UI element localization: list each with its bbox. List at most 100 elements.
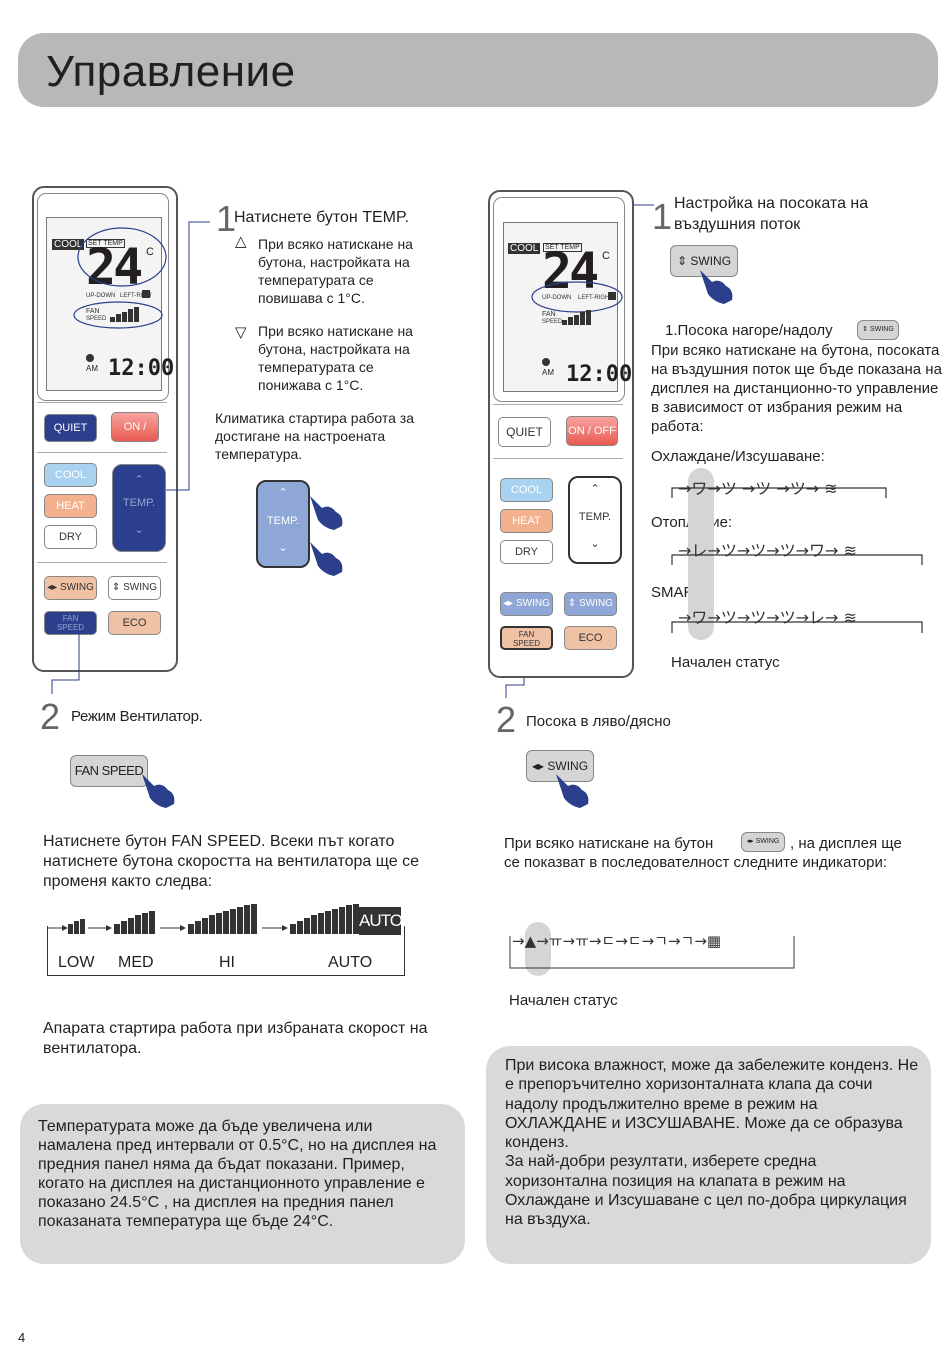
- temp-down-text: При всяко натискане на бутона, настройка…: [258, 323, 413, 393]
- lcd-am: AM: [542, 368, 554, 377]
- lcd-unit: C: [602, 250, 610, 262]
- triangle-up-icon: △: [235, 233, 247, 250]
- fan-sequence-frame: [47, 926, 405, 976]
- up-down-arrow-icon: ⇕: [567, 598, 577, 609]
- svg-text:LEFT-RIGHT: LEFT-RIGHT: [120, 293, 152, 299]
- lcd-am: AM: [86, 364, 98, 373]
- left-right-arrow-icon: ◂▸: [47, 582, 58, 593]
- initial-status-label: Начален статус: [671, 654, 780, 671]
- step-number: 2: [496, 699, 517, 740]
- up-down-arrow-icon: ⇕: [676, 254, 688, 268]
- step-number: 2: [40, 696, 61, 737]
- cool-button[interactable]: COOL: [500, 478, 553, 502]
- svg-text:→ワ→ツ→ツ→ツ→レ→ ≋: →ワ→ツ→ツ→ツ→レ→ ≋: [678, 608, 857, 627]
- eco-button[interactable]: ECO: [564, 626, 617, 650]
- fan-speed-sequence: [47, 904, 359, 934]
- initial-status-highlight: [525, 922, 551, 976]
- svg-text:→レ→ツ→ツ→ツ→ワ→ ≋: →レ→ツ→ツ→ツ→ワ→ ≋: [678, 541, 857, 560]
- step1-title: Натиснете бутон TEMP.: [234, 209, 410, 226]
- hand-pointer-icon: [556, 774, 589, 808]
- step2-title: Режим Вентилатор.: [71, 708, 203, 725]
- swing-up-down-button[interactable]: ⇕ SWING: [564, 592, 617, 616]
- up-down-title: 1.Посока нагоре/надолу: [665, 322, 833, 339]
- hand-pointer-icon: [142, 774, 175, 808]
- step1-title-right: Настройка на посоката на въздушния поток: [674, 195, 869, 233]
- step-number: 1: [216, 198, 237, 239]
- mode-cool-dry-label: Охлаждане/Изсушаване:: [651, 448, 825, 465]
- page-number: 4: [18, 1330, 26, 1345]
- clock-icon: [86, 354, 94, 362]
- clock-icon: [542, 358, 550, 366]
- up-down-arrow-icon: ⇕: [111, 582, 121, 593]
- eco-button[interactable]: ECO: [108, 611, 161, 635]
- note-text-left: Температурата може да бъде увеличена или…: [38, 1118, 437, 1230]
- svg-text:→▲→ㅠ→ㅠ→ㄷ→ㄷ→ㄱ→ㄱ→▦: →▲→ㅠ→ㅠ→ㄷ→ㄷ→ㄱ→ㄱ→▦: [512, 932, 721, 950]
- initial-status-label-2: Начален статус: [509, 992, 618, 1009]
- airflow-indicator-icon: UP-DOWN LEFT-RIGHT: [86, 290, 152, 299]
- divider: [37, 402, 167, 403]
- svg-text:FAN: FAN: [542, 311, 556, 318]
- step-number: 1: [652, 196, 673, 237]
- svg-text:UP-DOWN: UP-DOWN: [86, 293, 115, 299]
- svg-text:LEFT-RIGHT: LEFT-RIGHT: [578, 295, 613, 301]
- lr-desc-part2: , на дисплея ще се показват в последоват…: [504, 835, 902, 871]
- louver-sequences: →ワ→ツ →ツ →ツ→ ≋ →レ→ツ→ツ→ツ→ワ→ ≋ →ワ→ツ→ツ→ツ→レ→ …: [671, 479, 923, 633]
- header-bar: [18, 33, 938, 107]
- quiet-button[interactable]: QUIET: [498, 417, 551, 447]
- lcd-mode: COOL: [52, 239, 85, 250]
- note-box-right: [486, 1046, 931, 1264]
- note-text-right: При висока влажност, може да забележите …: [505, 1057, 919, 1229]
- start-text: Климатика стартира работа за достигане н…: [215, 410, 415, 462]
- temp-button-illustration: ⌃ TEMP. ⌄: [256, 480, 310, 568]
- left-right-arrow-icon: ◂▸: [531, 759, 545, 773]
- divider: [37, 452, 167, 453]
- lr-desc-part1: При всяко натискане на бутон: [504, 835, 714, 852]
- swing-left-right-button[interactable]: ◂▸ SWING: [500, 592, 553, 616]
- swing-left-right-button[interactable]: ◂▸ SWING: [44, 576, 97, 600]
- swing-mini-button: ◂▸ SWING: [741, 832, 785, 852]
- fan-speed-button[interactable]: FAN SPEED: [44, 611, 97, 635]
- fan-speed-button[interactable]: FAN SPEED: [500, 626, 553, 650]
- step2-title-right: Посока в ляво/дясно: [526, 713, 671, 730]
- swing-up-down-button[interactable]: ⇕ SWING: [108, 576, 161, 600]
- lcd-unit: C: [146, 246, 154, 258]
- cool-button[interactable]: COOL: [44, 463, 97, 487]
- temp-button[interactable]: ⌃ TEMP. ⌄: [112, 464, 166, 552]
- lcd-clock: 12:00: [566, 362, 633, 387]
- left-right-arrow-icon: ◂▸: [503, 598, 514, 609]
- highlight-airflow-ellipse: UP-DOWN LEFT-RIGHT: [531, 281, 623, 313]
- left-right-arrow-icon: ◂▸: [746, 838, 754, 845]
- remote-screen-frame: [37, 193, 169, 401]
- on-off-button[interactable]: ON / OFF: [566, 416, 618, 446]
- fan-description: Натиснете бутон FAN SPEED. Всеки път ког…: [43, 833, 419, 890]
- fan-level-indicator: FAN SPEED: [542, 310, 591, 325]
- lcd-settemp: SET TEMP: [543, 243, 582, 252]
- dry-button[interactable]: DRY: [44, 525, 97, 549]
- svg-text:→ワ→ツ →ツ →ツ→ ≋: →ワ→ツ →ツ →ツ→ ≋: [678, 479, 838, 498]
- lcd-settemp: SET TEMP: [86, 239, 125, 248]
- heat-button[interactable]: HEAT: [44, 494, 97, 518]
- divider: [37, 562, 167, 563]
- triangle-down-icon: ▽: [235, 324, 247, 341]
- auto-badge: AUTO: [359, 907, 403, 935]
- swing-button-illustration: ⇕ SWING: [670, 245, 738, 277]
- dry-button[interactable]: DRY: [500, 540, 553, 564]
- svg-text:SPEED: SPEED: [86, 316, 107, 322]
- quiet-button[interactable]: QUIET: [44, 414, 97, 442]
- fan-level-med: MED: [118, 954, 154, 971]
- on-off-button[interactable]: ON / OFF: [111, 412, 159, 461]
- temp-up-text: При всяко натискане на бутона, настройка…: [258, 236, 413, 306]
- svg-text:FAN: FAN: [86, 308, 100, 315]
- hand-pointer-icon: [700, 270, 733, 304]
- note-box-left: [20, 1104, 465, 1264]
- remote-screen-frame: [493, 197, 625, 402]
- lcd-temperature: 24: [542, 242, 599, 300]
- temp-button[interactable]: ⌃ TEMP. ⌄: [568, 476, 622, 564]
- highlight-temp-ellipse: [77, 227, 167, 287]
- heat-button[interactable]: HEAT: [500, 509, 553, 533]
- fan-after-text: Апарата стартира работа при избраната ск…: [43, 1020, 428, 1057]
- lcd-clock: 12:00: [108, 356, 175, 381]
- fan-speed-button-illustration: FAN SPEED: [70, 755, 148, 787]
- page-title: Управление: [46, 47, 296, 96]
- lcd-mode: COOL: [508, 243, 541, 254]
